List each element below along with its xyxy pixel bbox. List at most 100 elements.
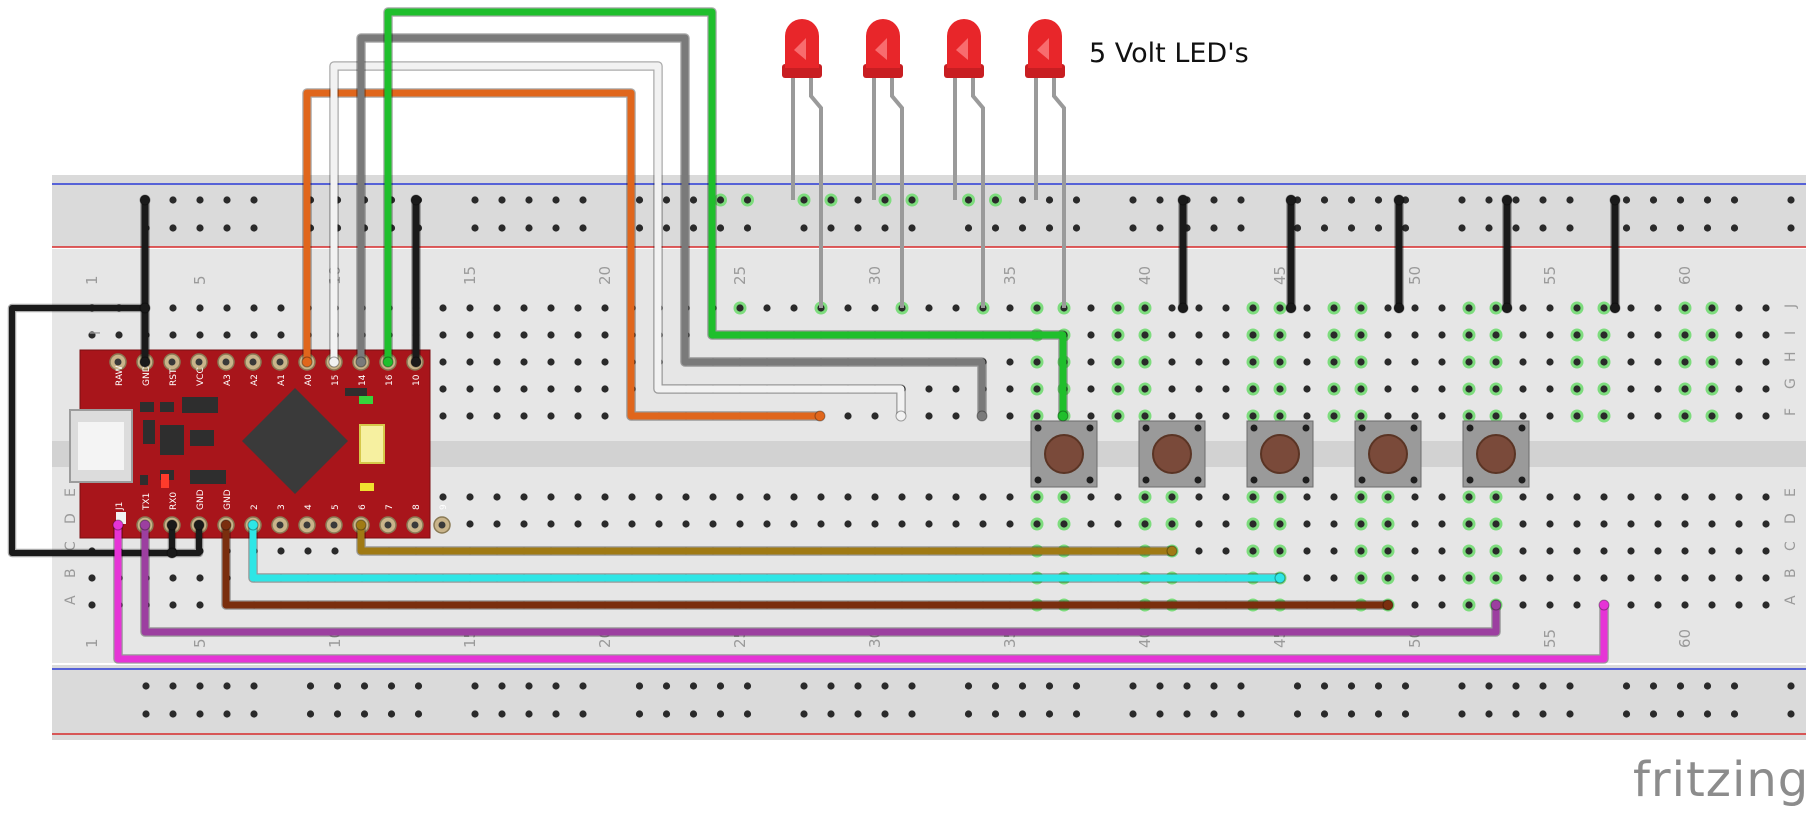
terminal-hole (1033, 520, 1041, 528)
button-gnd-wire-black-end (1285, 302, 1297, 314)
pin-label: GND (196, 489, 206, 510)
push-button (1462, 420, 1530, 488)
rail-hole (827, 682, 835, 690)
terminal-hole (250, 304, 258, 312)
button-wire-magenta-end (112, 519, 124, 531)
smd-component (140, 402, 154, 412)
terminal-hole (1384, 331, 1392, 339)
led-reflection (1037, 38, 1049, 60)
rail-hole (1129, 682, 1137, 690)
header-pin-hole (276, 358, 284, 366)
rail-hole (387, 710, 396, 718)
terminal-hole (1357, 331, 1365, 339)
rail-hole (1018, 710, 1027, 718)
pin-label: 9 (439, 504, 449, 510)
button-corner (1466, 424, 1474, 432)
rail-hole (1401, 682, 1410, 690)
rail-hole (1539, 224, 1547, 232)
rail-hole (964, 710, 973, 718)
rail-hole (552, 196, 560, 204)
led (863, 19, 904, 308)
terminal-hole (1762, 601, 1770, 609)
terminal-hole (1168, 520, 1176, 528)
rail-hole (800, 196, 808, 204)
rail-hole (743, 196, 752, 204)
terminal-hole (1411, 358, 1419, 366)
terminal-hole (1762, 574, 1770, 582)
rail-hole (827, 224, 835, 232)
rail-hole (1703, 710, 1712, 718)
terminal-hole (1222, 331, 1230, 339)
rail-hole (360, 710, 369, 718)
terminal-hole (520, 358, 528, 366)
button-cap (1152, 434, 1192, 474)
row-letter: B (1783, 568, 1799, 578)
usb-port-inner (78, 422, 124, 470)
terminal-hole (1357, 493, 1365, 501)
terminal-hole (1168, 412, 1176, 420)
rail-hole (827, 710, 835, 718)
bottom-power-rail (52, 665, 1806, 740)
terminal-hole (1222, 547, 1230, 555)
terminal-hole (88, 574, 96, 582)
terminal-hole (1573, 547, 1581, 555)
terminal-hole (277, 331, 285, 339)
rail-hole (1622, 710, 1631, 718)
rail-hole (1566, 224, 1574, 232)
terminal-hole (1330, 574, 1338, 582)
terminal-hole (1708, 520, 1716, 528)
terminal-hole (1573, 385, 1581, 393)
button-corner (1518, 424, 1526, 432)
terminal-hole (1438, 574, 1446, 582)
button-gnd-wire-black-end (1501, 194, 1513, 206)
row-letter: J (1783, 304, 1799, 309)
terminal-hole (979, 520, 987, 528)
terminal-hole (1654, 412, 1662, 420)
button-cap (1260, 434, 1300, 474)
terminal-hole (1114, 412, 1122, 420)
led-wire-gray-end (976, 410, 988, 422)
gnd-loop-wire-black (9, 305, 202, 556)
gnd-loop-wire-black-end (193, 519, 205, 531)
rail-hole (1374, 682, 1383, 690)
terminal-hole (1384, 304, 1392, 312)
terminal-hole (1330, 385, 1338, 393)
rail-hole (579, 224, 587, 232)
rail-hole (1622, 224, 1631, 232)
rail-hole (1374, 224, 1383, 232)
rail-hole (1072, 710, 1081, 718)
terminal-hole (1519, 520, 1527, 528)
column-number-bottom: 55 (1541, 629, 1559, 648)
push-button (1030, 420, 1098, 488)
column-number-top: 15 (461, 266, 479, 285)
rail-hole (1129, 196, 1137, 204)
terminal-hole (601, 304, 609, 312)
button-gnd-wire-black-end (1501, 302, 1513, 314)
terminal-hole (1465, 574, 1473, 582)
terminal-hole (1357, 412, 1365, 420)
rail-hole (854, 224, 862, 232)
pin-label: RAW (115, 365, 125, 386)
rail-hole (743, 682, 752, 690)
terminal-hole (1735, 547, 1743, 555)
led-wire-orange-end (301, 356, 313, 368)
led-wire-orange (303, 89, 824, 420)
rail-hole (306, 682, 315, 690)
button-gnd-wire-black-end (1177, 194, 1189, 206)
button-body (1354, 420, 1422, 488)
terminal-hole (844, 412, 852, 420)
rail-hole (333, 682, 342, 690)
rail-hole (1676, 224, 1685, 232)
terminal-hole (1600, 574, 1608, 582)
terminal-hole (655, 520, 663, 528)
rail-hole (1347, 224, 1356, 232)
rail-hole (1787, 196, 1795, 204)
terminal-hole (1303, 385, 1311, 393)
terminal-hole (1708, 547, 1716, 555)
rail-hole (1401, 196, 1410, 204)
terminal-hole (277, 304, 285, 312)
button-wire-cyan-end (247, 519, 259, 531)
terminal-hole (1114, 331, 1122, 339)
button-corner (1302, 424, 1310, 432)
button-gnd-wire-black-end (1393, 302, 1405, 314)
